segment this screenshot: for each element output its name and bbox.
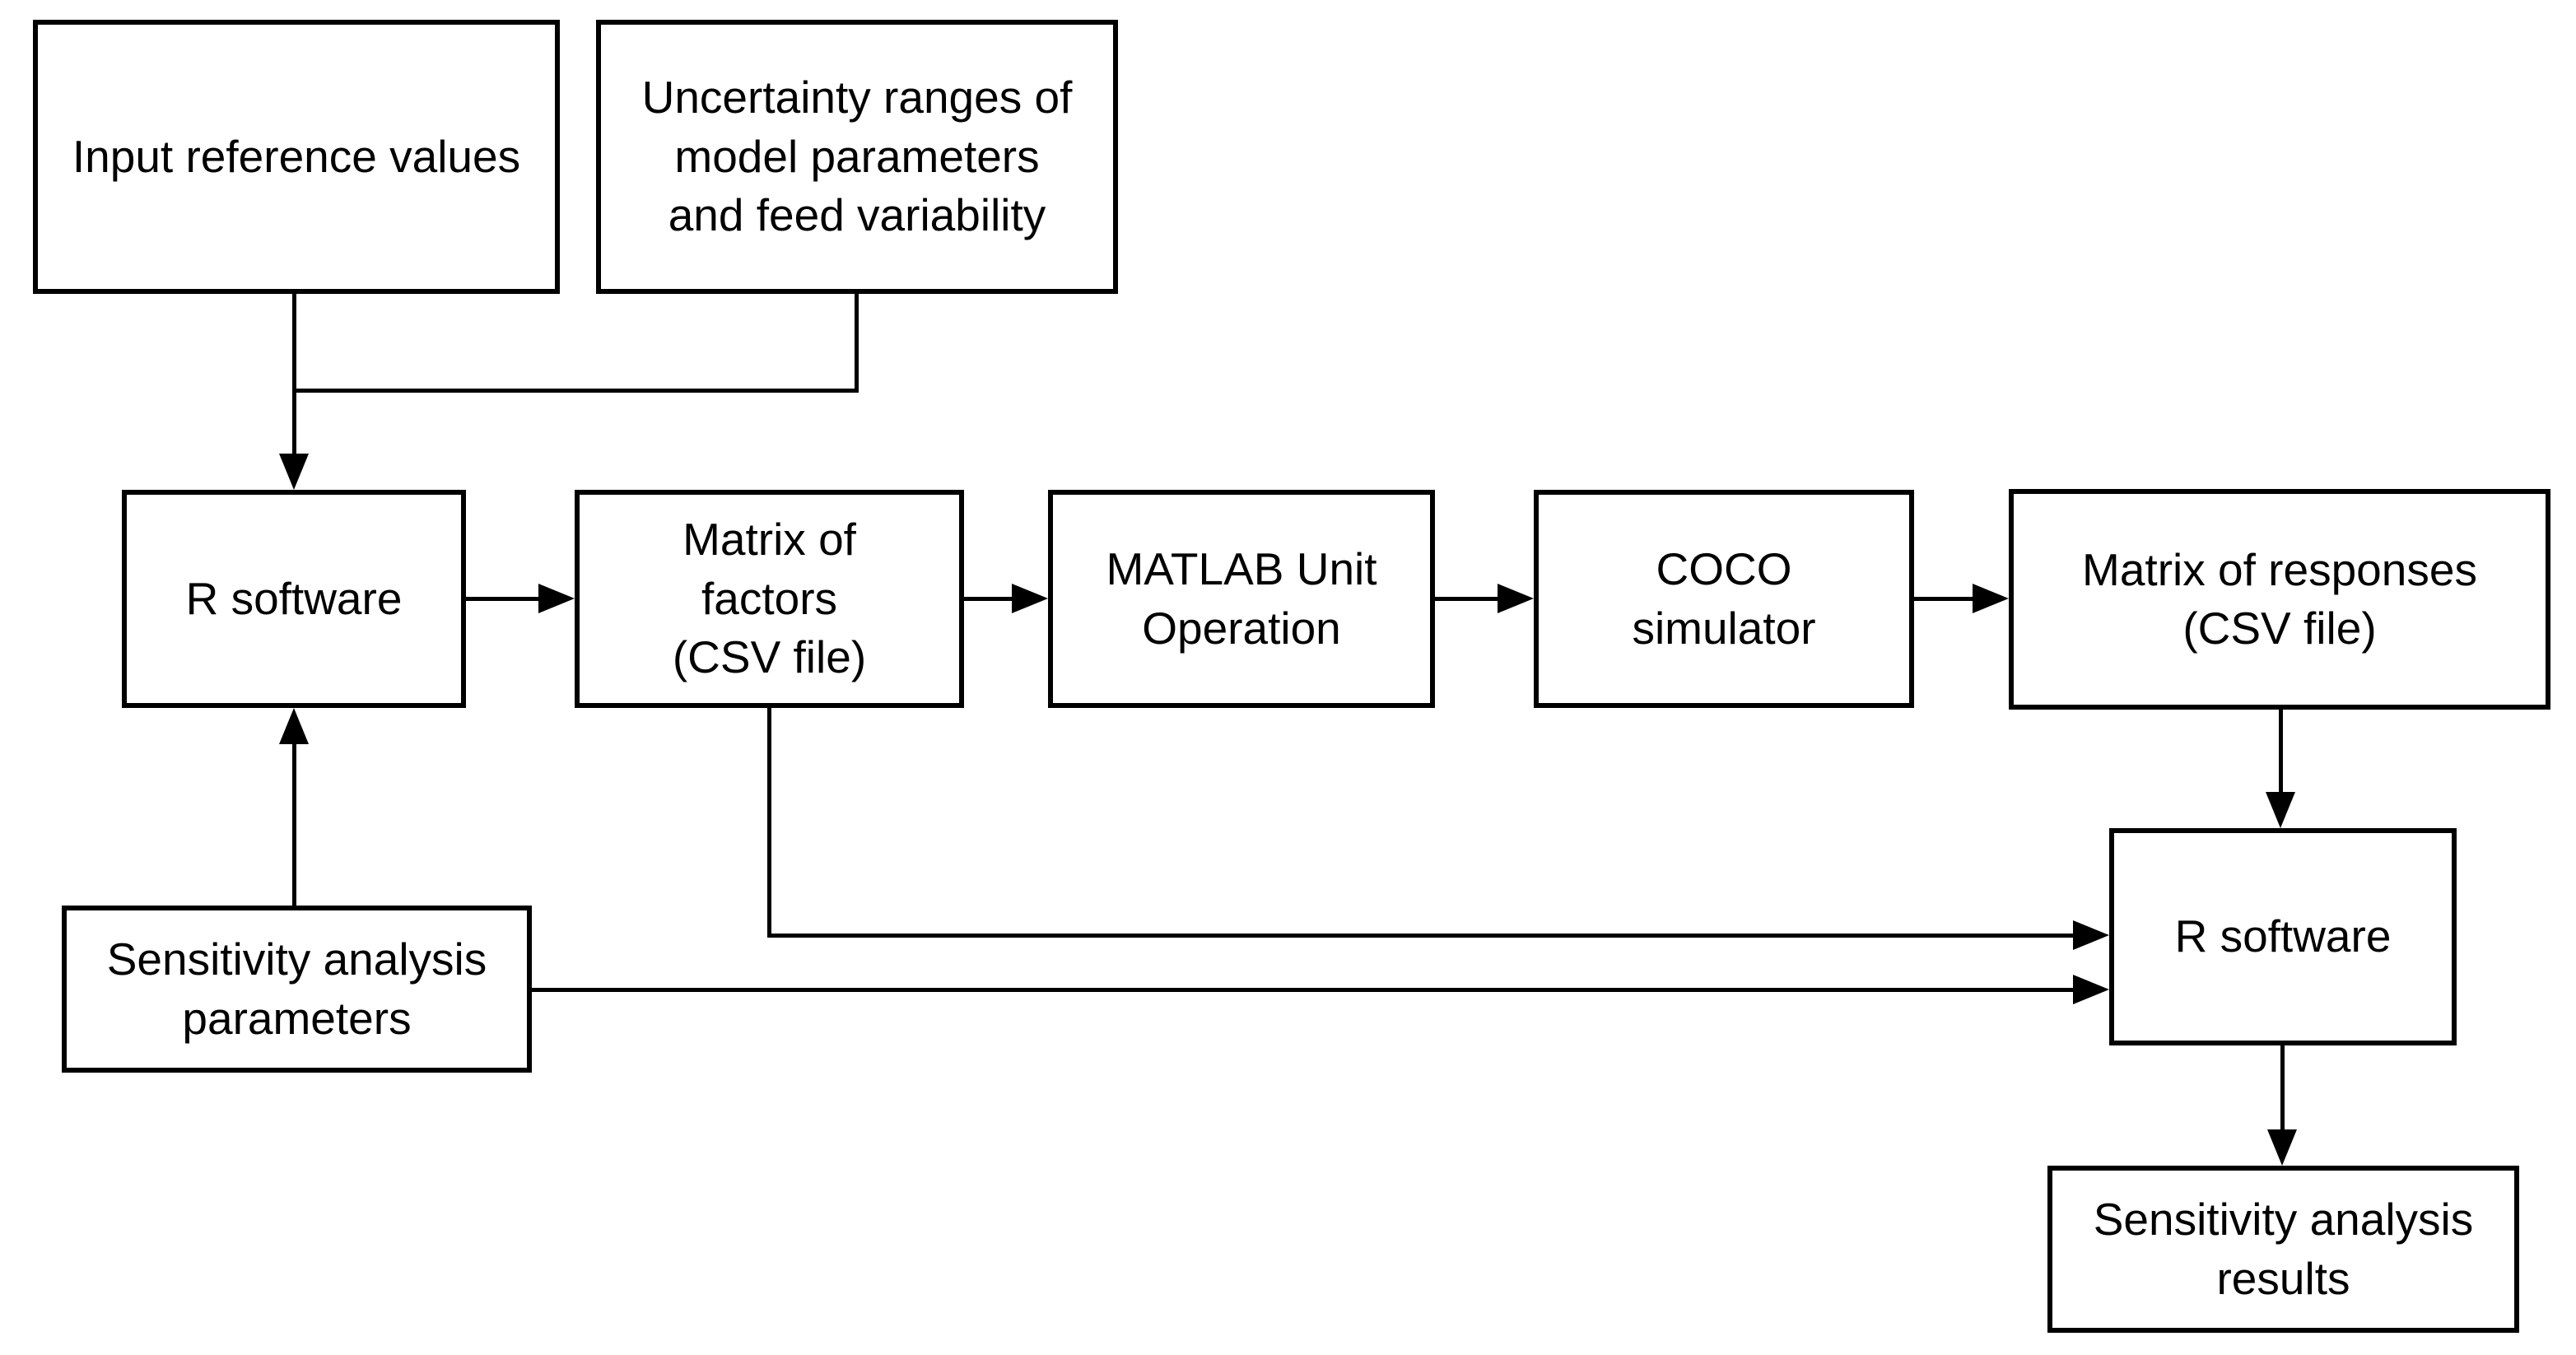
node-label: Matrix of responses (CSV file) xyxy=(2082,543,2477,654)
edge-uncertainty-down-segment xyxy=(855,292,859,393)
arrowhead-into-matrix-responses xyxy=(1973,584,2009,613)
node-label: Uncertainty ranges of model parameters a… xyxy=(641,72,1073,241)
arrowhead-into-r-software-2-top xyxy=(2266,792,2295,828)
arrowhead-into-matrix-factors xyxy=(538,584,575,613)
node-r-software-1: R software xyxy=(122,490,466,708)
arrowhead-into-coco xyxy=(1498,584,1534,613)
arrowhead-into-matlab xyxy=(1012,584,1048,613)
node-r-software-2: R software xyxy=(2109,828,2457,1045)
arrowhead-into-sensitivity-results xyxy=(2267,1129,2297,1166)
edge-r-software-2-to-results xyxy=(2280,1045,2285,1133)
node-label: MATLAB Unit Operation xyxy=(1106,543,1377,654)
node-label: Sensitivity analysis results xyxy=(2093,1194,2474,1304)
node-coco-simulator: COCO simulator xyxy=(1534,490,1914,708)
edge-matrix-factors-to-matlab xyxy=(964,597,1015,601)
node-input-reference-values: Input reference values xyxy=(33,20,560,294)
node-label: Input reference values xyxy=(72,130,521,182)
node-uncertainty-ranges: Uncertainty ranges of model parameters a… xyxy=(596,20,1118,294)
arrowhead-into-r-software-1-top xyxy=(279,454,309,490)
edge-matrix-factors-down-segment xyxy=(767,706,771,938)
arrowhead-into-r-software-1-bottom xyxy=(279,708,309,744)
node-matlab-unit-operation: MATLAB Unit Operation xyxy=(1048,490,1435,708)
node-label: Sensitivity analysis parameters xyxy=(106,934,487,1044)
node-sensitivity-analysis-results: Sensitivity analysis results xyxy=(2047,1166,2519,1333)
arrowhead-into-r-software-2-left-upper xyxy=(2073,920,2109,950)
edge-sensitivity-params-to-r-software-2 xyxy=(530,988,2076,992)
node-label: R software xyxy=(2174,910,2392,962)
edge-merge-to-r-software-1-segment xyxy=(292,389,296,458)
node-label: Matrix of factors (CSV file) xyxy=(672,514,867,683)
node-matrix-of-factors: Matrix of factors (CSV file) xyxy=(575,490,964,708)
node-matrix-of-responses: Matrix of responses (CSV file) xyxy=(2009,489,2550,710)
edge-input-reference-down-segment xyxy=(292,292,296,393)
edge-matlab-to-coco xyxy=(1435,597,1501,601)
edge-coco-to-matrix-responses xyxy=(1914,597,1976,601)
node-sensitivity-analysis-parameters: Sensitivity analysis parameters xyxy=(62,906,532,1073)
edge-sensitivity-params-to-r-software-1 xyxy=(292,740,296,906)
node-label: COCO simulator xyxy=(1632,543,1816,654)
node-label: R software xyxy=(185,572,403,624)
edge-r-software-1-to-matrix-factors xyxy=(466,597,545,601)
edge-merge-horizontal-segment xyxy=(292,389,859,393)
edge-matrix-responses-to-r-software-2 xyxy=(2279,708,2283,795)
edge-matrix-factors-to-r-software-2-horizontal xyxy=(767,934,2076,938)
arrowhead-into-r-software-2-left-lower xyxy=(2073,975,2109,1004)
